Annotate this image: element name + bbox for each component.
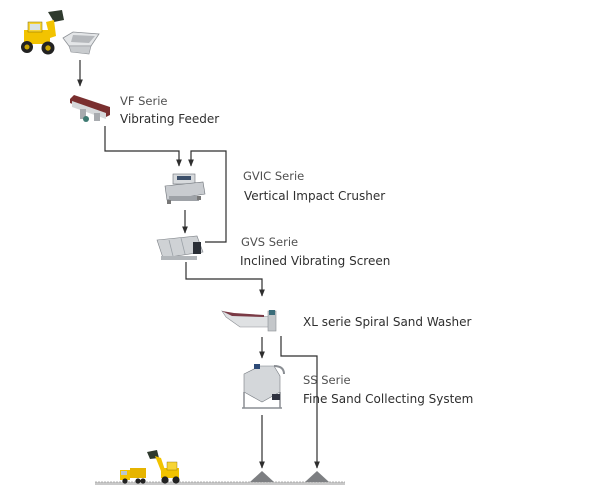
wheel-loader-icon bbox=[21, 10, 64, 55]
hopper-icon bbox=[62, 31, 100, 55]
sand-pile-1 bbox=[250, 471, 274, 482]
arrow-screen-to-washer bbox=[185, 262, 265, 297]
vertical-impact-crusher-icon bbox=[164, 173, 206, 204]
gvs-name-label: Inclined Vibrating Screen bbox=[240, 254, 391, 268]
vf-name-label: Vibrating Feeder bbox=[120, 112, 220, 126]
gvs-series-label: GVS Serie bbox=[241, 235, 299, 249]
ss-name-label: Fine Sand Collecting System bbox=[303, 392, 474, 406]
vibrating-feeder-icon bbox=[70, 95, 110, 122]
ground-line bbox=[95, 481, 345, 485]
sand-pile-icon bbox=[250, 471, 329, 482]
arrow-feeder-to-crusher bbox=[104, 126, 182, 167]
xl-label: XL serie Spiral Sand Washer bbox=[303, 315, 472, 329]
gvic-name-label: Vertical Impact Crusher bbox=[244, 189, 386, 203]
dump-truck-icon bbox=[120, 468, 146, 484]
ss-series-label: SS Serie bbox=[303, 373, 351, 387]
gvic-series-label: GVIC Serie bbox=[243, 169, 305, 183]
sand-pile-2 bbox=[305, 471, 329, 482]
wheel-loader-bottom-icon bbox=[147, 450, 180, 484]
fine-sand-collecting-system-icon bbox=[242, 364, 285, 409]
arrow-screen-return-to-crusher bbox=[188, 150, 227, 243]
connectors bbox=[77, 60, 320, 469]
arrow-washer-to-pile-2 bbox=[280, 336, 320, 469]
vf-series-label: VF Serie bbox=[120, 94, 168, 108]
inclined-vibrating-screen-icon bbox=[156, 235, 204, 260]
spiral-sand-washer-icon bbox=[221, 310, 277, 332]
